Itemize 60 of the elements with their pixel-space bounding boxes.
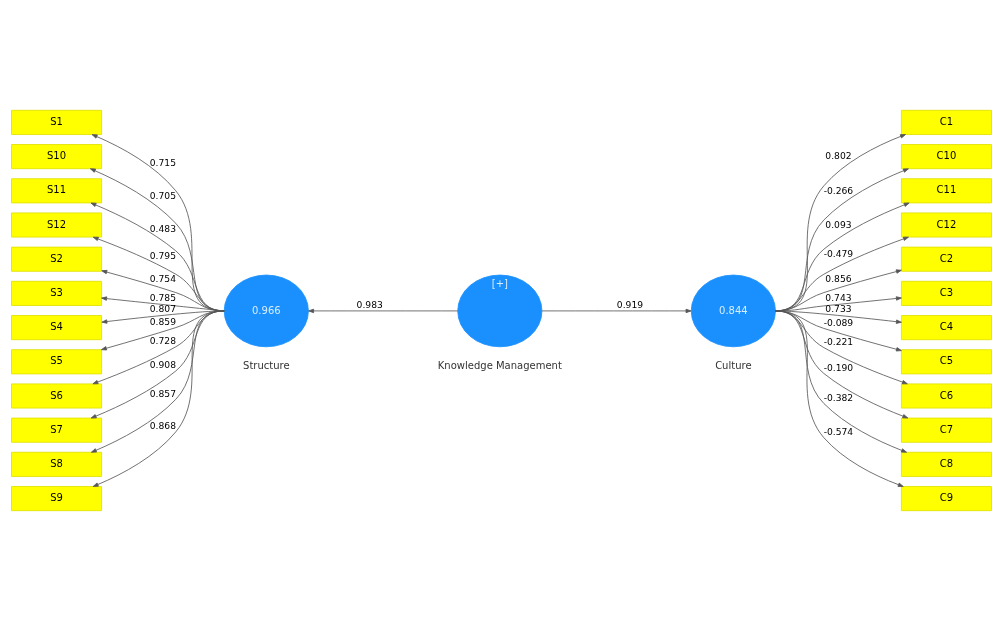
edge-label: 0.859 bbox=[149, 315, 176, 327]
edge-label: 0.754 bbox=[149, 273, 176, 285]
node-ellipse: 0.966 bbox=[223, 274, 309, 348]
node-box: C6 bbox=[901, 383, 992, 409]
node-box: C7 bbox=[901, 417, 992, 443]
node-box: S12 bbox=[11, 212, 102, 238]
edge-label: 0.856 bbox=[825, 273, 852, 285]
edge-label: -0.089 bbox=[823, 316, 854, 328]
node-label: Culture bbox=[715, 360, 752, 372]
node-box: S1 bbox=[11, 109, 102, 135]
node-box: S8 bbox=[11, 451, 102, 477]
node-box: S7 bbox=[11, 417, 102, 443]
node-box: S5 bbox=[11, 349, 102, 375]
node-box: S2 bbox=[11, 246, 102, 272]
node-box: S10 bbox=[11, 144, 102, 170]
arrow bbox=[775, 310, 904, 487]
arrow bbox=[92, 310, 225, 487]
edge-label: 0.795 bbox=[149, 250, 176, 262]
edge-label: 0.908 bbox=[149, 359, 176, 371]
node-box: C8 bbox=[901, 451, 992, 477]
node-ellipse: 0.844 bbox=[690, 274, 776, 348]
node-box: C10 bbox=[901, 144, 992, 170]
node-ellipse: [+] bbox=[457, 274, 543, 348]
edge-label: 0.483 bbox=[149, 222, 176, 234]
node-box: S9 bbox=[11, 486, 102, 512]
node-box: C9 bbox=[901, 486, 992, 512]
edge-label: 0.868 bbox=[149, 420, 176, 432]
edge-label: 0.983 bbox=[356, 299, 383, 311]
node-box: C11 bbox=[901, 178, 992, 204]
edge-label: 0.728 bbox=[149, 335, 176, 347]
edge-label: 0.093 bbox=[825, 219, 852, 231]
node-box: C3 bbox=[901, 280, 992, 306]
edge-label: 0.743 bbox=[825, 291, 852, 303]
edge-label: -0.382 bbox=[823, 391, 854, 403]
arrow bbox=[541, 308, 692, 314]
node-box: C2 bbox=[901, 246, 992, 272]
node-box: S4 bbox=[11, 315, 102, 341]
node-box: S11 bbox=[11, 178, 102, 204]
edge-label: 0.919 bbox=[616, 299, 644, 311]
edge-label: -0.479 bbox=[823, 248, 854, 260]
node-label: Knowledge Management bbox=[437, 360, 562, 372]
edge-label: -0.221 bbox=[823, 335, 854, 347]
edge-label: -0.190 bbox=[823, 361, 854, 373]
edge-label: 0.705 bbox=[149, 189, 176, 201]
node-label: Structure bbox=[243, 360, 290, 372]
node-box: S3 bbox=[11, 280, 102, 306]
edge-label: 0.785 bbox=[149, 291, 176, 303]
node-box: S6 bbox=[11, 383, 102, 409]
node-box: C12 bbox=[901, 212, 992, 238]
edge-label: 0.802 bbox=[825, 149, 852, 161]
edge-label: 0.857 bbox=[149, 387, 176, 399]
edge-label: 0.733 bbox=[825, 302, 852, 314]
edge-label: -0.266 bbox=[823, 184, 854, 196]
node-box: C1 bbox=[901, 109, 992, 135]
arrow bbox=[308, 308, 458, 314]
edge-label: 0.715 bbox=[149, 156, 176, 168]
node-box: C4 bbox=[901, 315, 992, 341]
edge-label: -0.574 bbox=[823, 426, 854, 438]
node-box: C5 bbox=[901, 349, 992, 375]
edge-label: 0.807 bbox=[149, 303, 176, 315]
